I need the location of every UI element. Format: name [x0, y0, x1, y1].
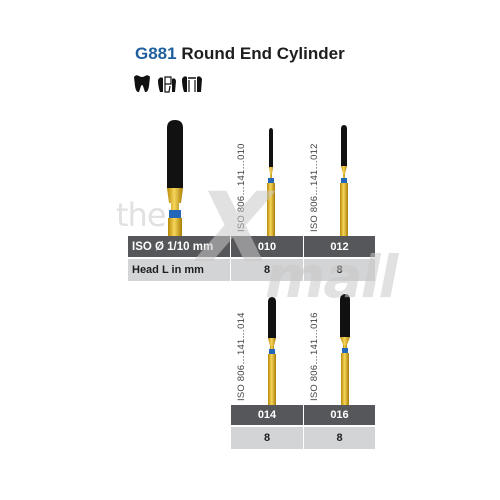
product-code: G881	[135, 44, 177, 63]
iso-value-010: 010	[231, 236, 303, 257]
head-length-010: 8	[231, 259, 303, 281]
iso-code-label: ISO 806…141…010	[236, 143, 247, 232]
iso-value-014: 014	[231, 405, 303, 425]
iso-value-012: 012	[304, 236, 375, 257]
size-table-bottom: 014 016 8 8	[231, 405, 375, 449]
watermark-prefix: the	[116, 196, 167, 234]
iso-code-label: ISO 806…141…016	[309, 312, 320, 401]
iso-code-label: ISO 806…141…014	[236, 312, 247, 401]
tooth-crown-icon	[131, 74, 153, 94]
product-title: G881 Round End Cylinder	[135, 44, 345, 64]
bur-014-illustration	[268, 297, 276, 410]
head-length-016: 8	[304, 427, 375, 449]
iso-code-label: ISO 806…141…012	[309, 143, 320, 232]
head-length-label: Head L in mm	[128, 259, 230, 281]
iso-diameter-label: ISO Ø 1/10 mm	[128, 236, 230, 257]
bur-large-illustration	[167, 120, 183, 243]
bur-010-illustration	[267, 128, 275, 239]
bur-016-illustration	[340, 294, 350, 410]
head-length-012: 8	[304, 259, 375, 281]
tooth-preparation-icon	[156, 74, 178, 94]
bur-012-illustration	[340, 125, 348, 239]
iso-diameter-label-text: ISO Ø 1/10 mm	[132, 240, 214, 253]
tooth-bridge-icon	[181, 74, 203, 94]
size-table-top: ISO Ø 1/10 mm 010 012 Head L in mm 8 8	[128, 236, 375, 281]
product-name: Round End Cylinder	[181, 44, 345, 63]
iso-value-016: 016	[304, 405, 375, 425]
head-length-014: 8	[231, 427, 303, 449]
